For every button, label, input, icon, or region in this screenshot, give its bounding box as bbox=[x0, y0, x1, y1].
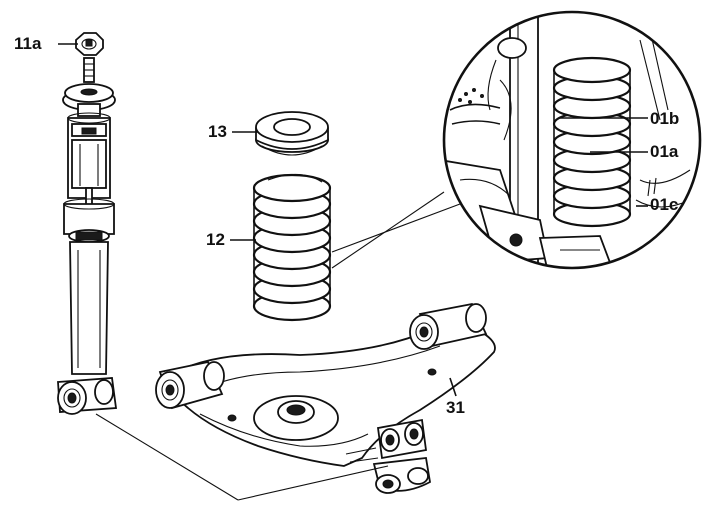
label-01b: 01b bbox=[650, 109, 679, 128]
arm-bushing-left bbox=[155, 360, 225, 410]
upper-mount bbox=[62, 83, 116, 117]
label-12: 12 bbox=[206, 230, 225, 249]
arm-bracket bbox=[345, 418, 431, 494]
label-01c: 01c bbox=[650, 195, 678, 214]
nut-11a bbox=[75, 32, 104, 56]
detail-inset bbox=[331, 10, 702, 270]
label-13: 13 bbox=[208, 122, 227, 141]
coil-spring-12 bbox=[252, 173, 332, 322]
shock-absorber bbox=[57, 32, 118, 415]
label-11a: 11a bbox=[14, 34, 42, 53]
spring-pad-13 bbox=[255, 111, 329, 156]
shock-body bbox=[63, 198, 115, 375]
label-01a: 01a bbox=[650, 142, 679, 161]
label-31: 31 bbox=[446, 398, 465, 417]
arm-bushing-right bbox=[409, 302, 488, 350]
assembly-lines bbox=[95, 413, 389, 501]
shock-lower-bushing bbox=[57, 377, 118, 415]
control-arm-31 bbox=[155, 302, 496, 494]
callouts: 11a 13 12 31 01b 01a 01c bbox=[14, 34, 679, 417]
shock-upper-housing bbox=[67, 112, 111, 207]
